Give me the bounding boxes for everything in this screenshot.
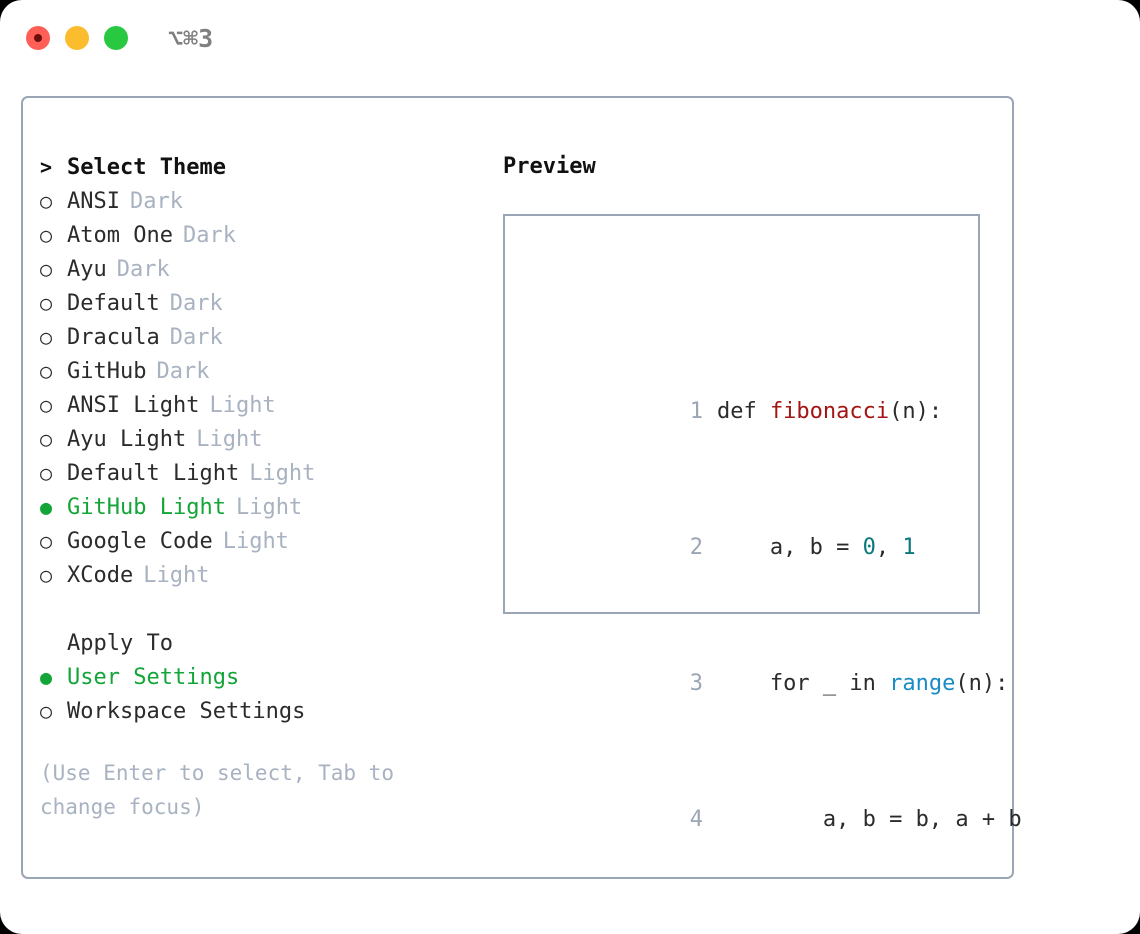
theme-option-label: Atom One — [67, 223, 173, 248]
apply-to-heading-indent: ○ — [40, 626, 67, 660]
apply-to-option-user-settings[interactable]: ● User Settings — [40, 660, 480, 694]
line-number: 2 — [689, 535, 703, 560]
select-theme-heading: > Select Theme — [40, 150, 480, 184]
radio-unselected-icon[interactable]: ○ — [40, 529, 53, 553]
theme-option-label: Ayu — [67, 257, 107, 282]
zoom-button[interactable] — [104, 26, 128, 50]
theme-option-badge: Dark — [156, 359, 210, 384]
radio-unselected-icon[interactable]: ○ — [40, 257, 53, 281]
theme-option-label: XCode — [67, 563, 134, 588]
theme-option-label: Default Light — [67, 461, 240, 486]
code-line: 5 return a — [518, 905, 1061, 934]
theme-option-ayu[interactable]: ○ Ayu Dark — [40, 252, 480, 286]
theme-option-badge: Dark — [169, 325, 223, 350]
select-theme-heading-label: Select Theme — [67, 155, 226, 180]
section-spacer — [40, 592, 480, 626]
theme-option-ansi-light[interactable]: ○ ANSI Light Light — [40, 388, 480, 422]
code-token: a, b = b, a + b — [716, 807, 1022, 832]
theme-option-label: Dracula — [67, 325, 160, 350]
theme-option-dracula[interactable]: ○ Dracula Dark — [40, 320, 480, 354]
radio-unselected-icon[interactable]: ○ — [40, 427, 53, 451]
focus-arrow-icon: > — [40, 155, 53, 179]
theme-option-badge: Light — [249, 461, 316, 486]
theme-option-default[interactable]: ○ Default Dark — [40, 286, 480, 320]
code-token-function: fibonacci — [769, 399, 890, 424]
minimize-button[interactable] — [65, 26, 89, 50]
theme-option-badge: Dark — [169, 291, 223, 316]
code-token: , — [875, 535, 903, 560]
window-shortcut-label: ⌥⌘3 — [168, 24, 214, 53]
theme-option-google-code[interactable]: ○ Google Code Light — [40, 524, 480, 558]
radio-unselected-icon[interactable]: ○ — [40, 189, 53, 213]
code-token: (n): — [955, 671, 1009, 696]
theme-option-badge: Light — [143, 563, 210, 588]
radio-unselected-icon[interactable]: ○ — [40, 563, 53, 587]
radio-selected-icon[interactable]: ● — [40, 665, 53, 689]
theme-option-github[interactable]: ○ GitHub Dark — [40, 354, 480, 388]
theme-option-badge: Light — [222, 529, 289, 554]
theme-option-github-light[interactable]: ● GitHub Light Light — [40, 490, 480, 524]
code-token-number: 0 — [862, 535, 876, 560]
code-token-call: range — [889, 671, 956, 696]
code-line: 4 a, b = b, a + b — [518, 769, 1061, 832]
code-token-number: 1 — [902, 535, 916, 560]
theme-option-badge: Light — [209, 393, 276, 418]
keyboard-hint-text: (Use Enter to select, Tab to change focu… — [40, 761, 395, 819]
close-button[interactable] — [26, 26, 50, 50]
radio-unselected-icon[interactable]: ○ — [40, 325, 53, 349]
code-line: 1 def fibonacci(n): — [518, 361, 1061, 424]
theme-option-badge: Dark — [129, 189, 183, 214]
apply-to-heading: ○Apply To — [40, 626, 480, 660]
line-number: 3 — [689, 671, 703, 696]
theme-option-label: ANSI — [67, 189, 120, 214]
theme-option-label: Google Code — [67, 529, 213, 554]
theme-option-atom-one[interactable]: ○ Atom One Dark — [40, 218, 480, 252]
radio-unselected-icon[interactable]: ○ — [40, 291, 53, 315]
theme-option-badge: Light — [196, 427, 263, 452]
code-token: a, b = — [716, 535, 863, 560]
radio-unselected-icon[interactable]: ○ — [40, 223, 53, 247]
theme-option-badge: Dark — [182, 223, 236, 248]
theme-option-label: GitHub — [67, 359, 147, 384]
apply-to-option-label: Workspace Settings — [67, 699, 306, 724]
code-line: 2 a, b = 0, 1 — [518, 497, 1061, 560]
apply-to-heading-label: Apply To — [67, 631, 173, 656]
radio-unselected-icon[interactable]: ○ — [40, 359, 53, 383]
theme-option-label: Ayu Light — [67, 427, 187, 452]
apply-to-option-label: User Settings — [67, 665, 240, 690]
theme-option-label: ANSI Light — [67, 393, 200, 418]
radio-unselected-icon[interactable]: ○ — [40, 393, 53, 417]
line-number: 1 — [689, 399, 703, 424]
code-line: 3 for _ in range(n): — [518, 633, 1061, 696]
line-number: 4 — [689, 807, 703, 832]
theme-option-ayu-light[interactable]: ○ Ayu Light Light — [40, 422, 480, 456]
code-token: (n): — [889, 399, 943, 424]
apply-to-option-workspace-settings[interactable]: ○ Workspace Settings — [40, 694, 480, 728]
theme-option-badge: Dark — [116, 257, 170, 282]
theme-option-xcode[interactable]: ○ XCode Light — [40, 558, 480, 592]
theme-option-label: Default — [67, 291, 160, 316]
preview-heading: Preview — [503, 154, 596, 179]
theme-option-ansi[interactable]: ○ ANSI Dark — [40, 184, 480, 218]
code-token: def — [716, 399, 770, 424]
theme-option-badge: Light — [235, 495, 303, 520]
theme-option-label: GitHub Light — [67, 495, 226, 520]
radio-unselected-icon[interactable]: ○ — [40, 461, 53, 485]
theme-option-default-light[interactable]: ○ Default Light Light — [40, 456, 480, 490]
radio-selected-icon[interactable]: ● — [40, 495, 53, 519]
code-token: for _ in — [716, 671, 890, 696]
title-bar: ⌥⌘3 — [0, 0, 1140, 76]
radio-unselected-icon[interactable]: ○ — [40, 699, 53, 723]
window-controls — [26, 26, 128, 50]
